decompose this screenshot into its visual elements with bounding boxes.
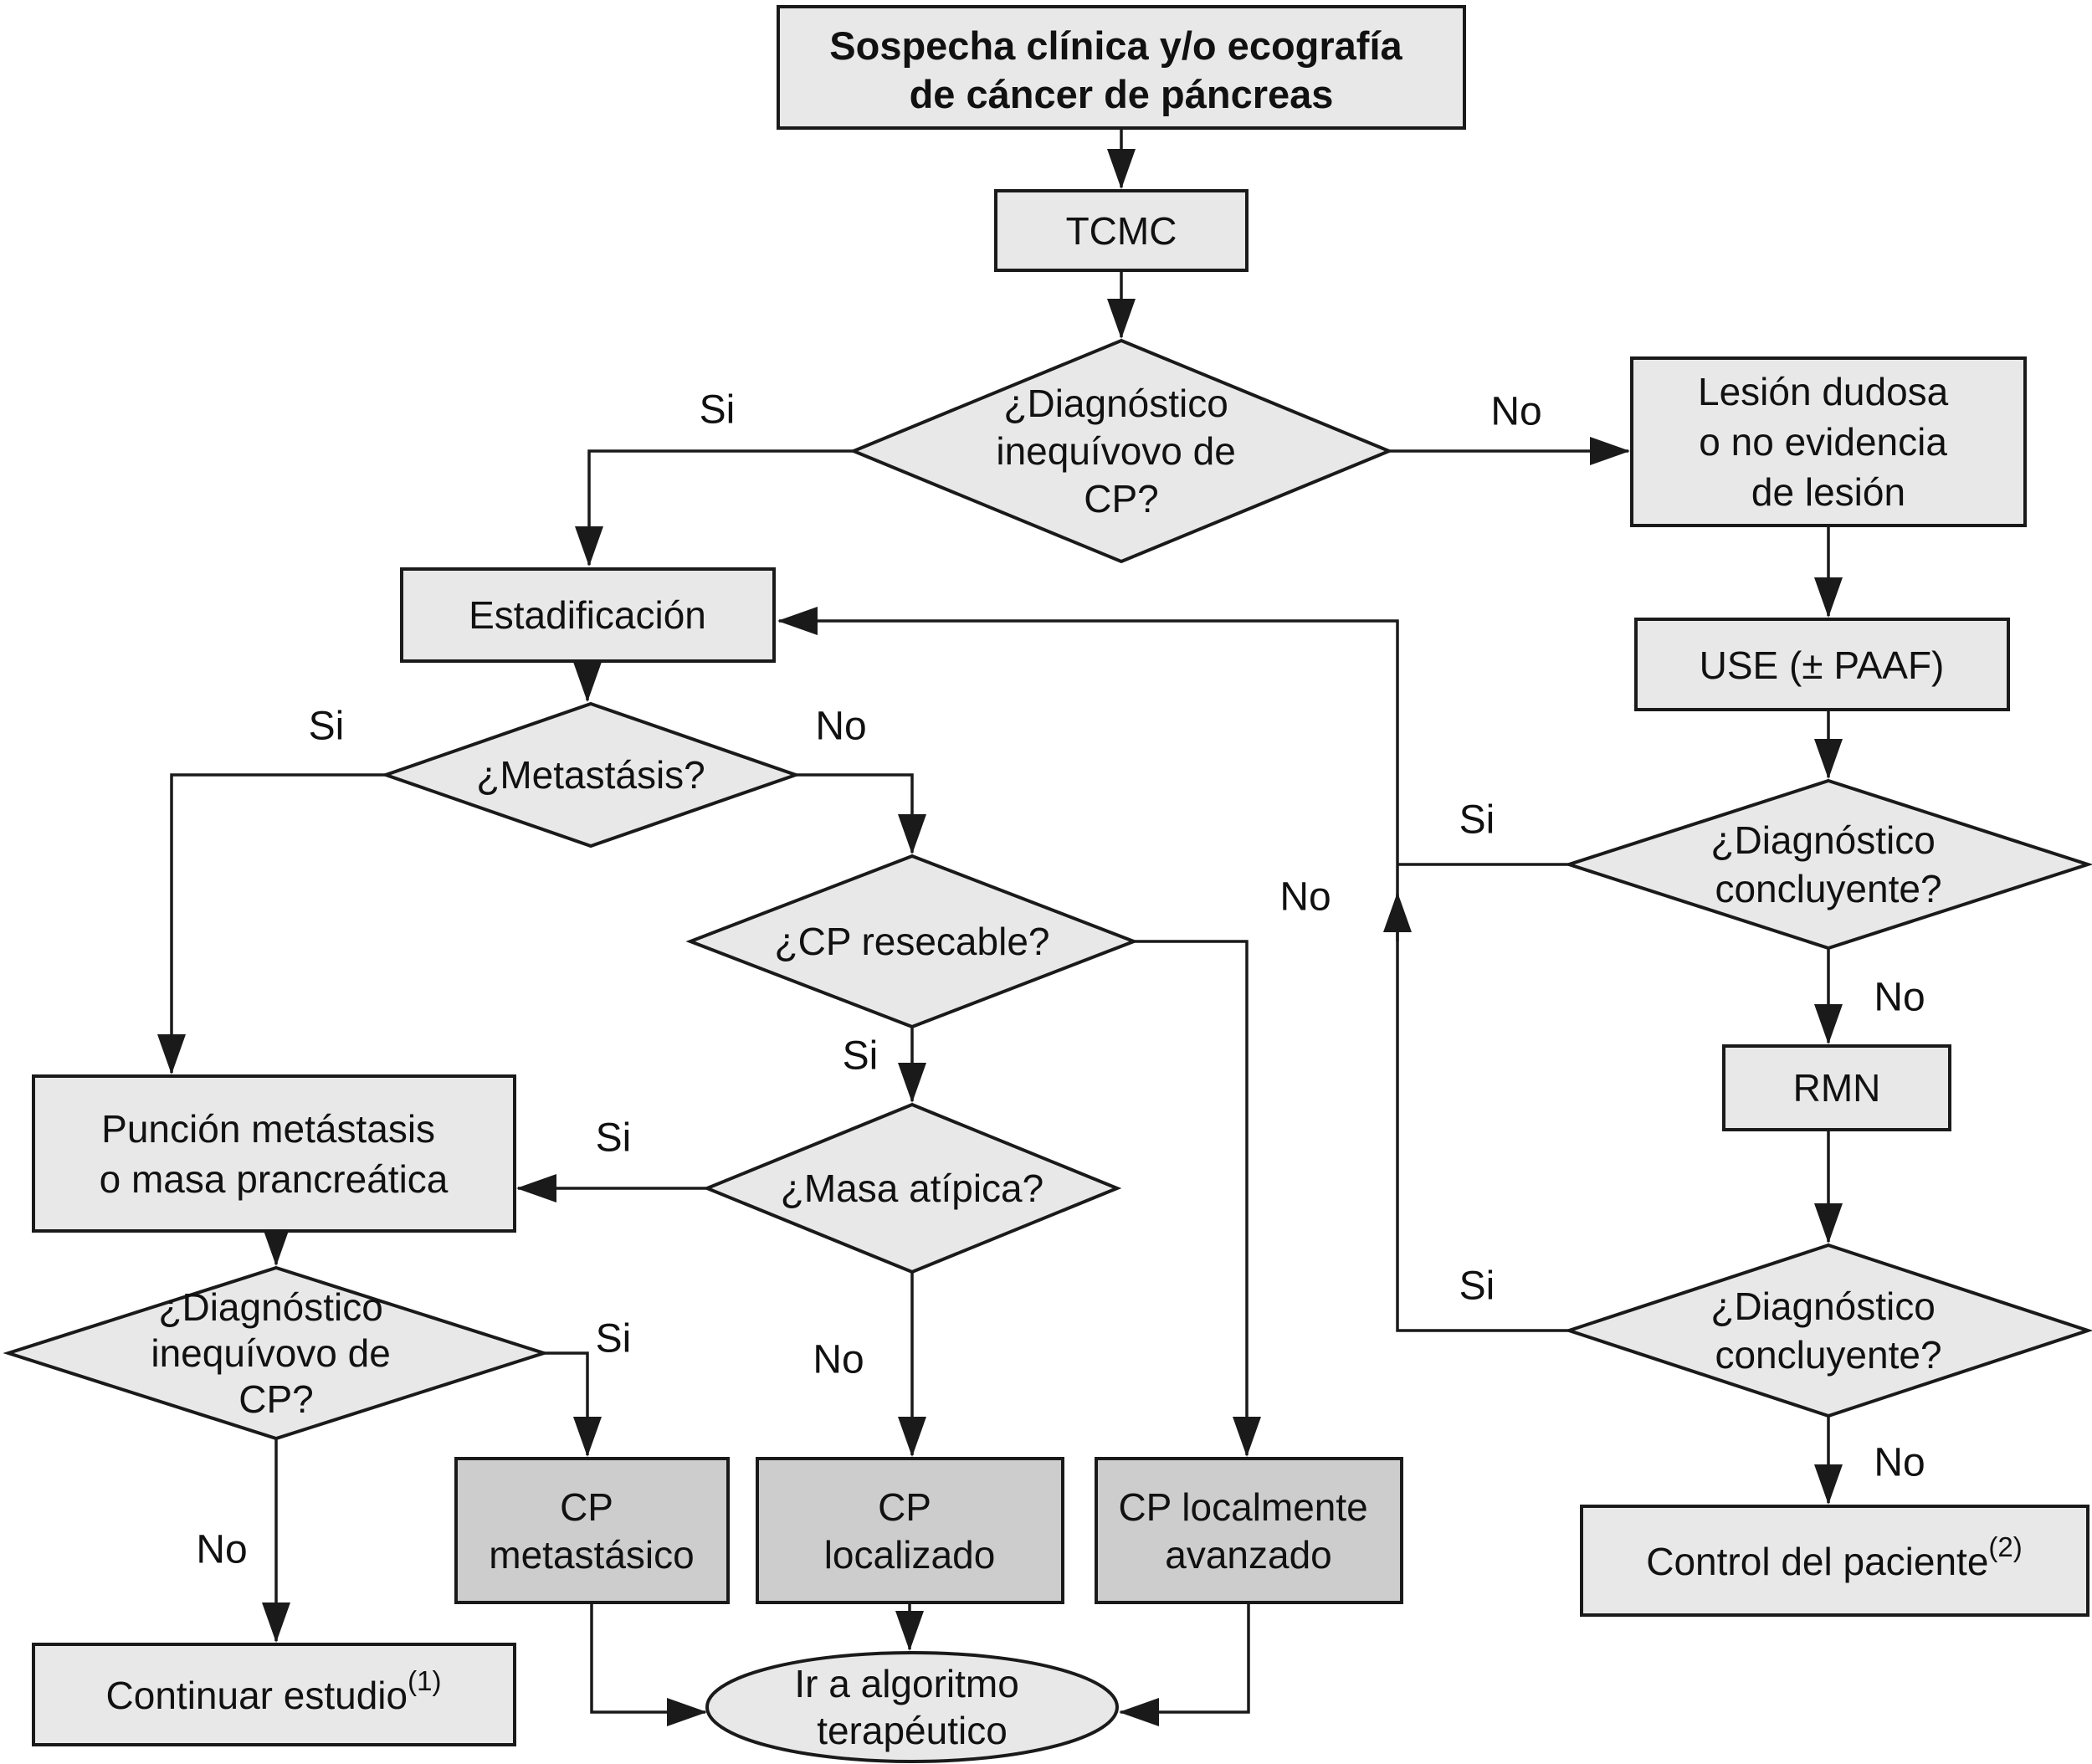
label-si-concluyente-1: Si (1459, 798, 1495, 843)
node-masa-atipica: ¿Masa atípica? (702, 1102, 1122, 1274)
node-dx-inequivoco: ¿Diagnóstico inequívovo de CP? (849, 338, 1394, 564)
node-estadificacion-text: Estadificación (469, 593, 706, 637)
node-continuar-estudio: Continuar estudio(1) (32, 1643, 516, 1746)
node-sospecha-box (777, 5, 1466, 130)
edge-dx-inequivoco-2-si-to-cp-metastasico (544, 1351, 602, 1457)
node-rmn-text: RMN (1793, 1066, 1881, 1110)
edge-cp-metastasico-to-algoritmo (590, 1602, 707, 1726)
node-control-paciente: Control del paciente(2) (1580, 1505, 2089, 1617)
node-dx-concluyente-2-text: ¿Diagnóstico concluyente? (1710, 1285, 1946, 1377)
label-no-dx-inequivoco-2: No (196, 1528, 247, 1572)
node-sospecha-text: Sospecha clínica y/o ecografía de cáncer… (829, 23, 1413, 116)
node-cp-resecable-diamond (685, 854, 1139, 1029)
node-dx-concluyente-2: ¿Diagnóstico concluyente? (1563, 1243, 2092, 1418)
label-si-dx-inequivoco: Si (700, 388, 736, 433)
node-estadificacion: Estadificación (400, 567, 776, 663)
node-masa-atipica-diamond (702, 1102, 1122, 1274)
node-tcmc: TCMC (994, 189, 1249, 272)
node-masa-atipica-text: ¿Masa atípica? (781, 1167, 1043, 1210)
node-cp-localmente-avanzado: CP localmente avanzado (1095, 1457, 1403, 1604)
node-cp-localizado-box (756, 1457, 1064, 1604)
edges (157, 128, 1843, 1726)
label-no-masa-atipica: No (813, 1338, 864, 1382)
label-si-metastasis: Si (309, 705, 345, 749)
label-no-dx-inequivoco: No (1490, 390, 1541, 434)
node-dx-inequivoco-text: ¿Diagnóstico inequívovo de CP? (996, 382, 1246, 520)
node-cp-resecable: ¿CP resecable? (685, 854, 1139, 1029)
node-cp-localizado: CP localizado (756, 1457, 1064, 1604)
node-rmn-box (1722, 1044, 1951, 1131)
label-si-concluyente-2: Si (1459, 1264, 1495, 1309)
node-puncion: Punción metástasis o masa prancreática (32, 1074, 516, 1233)
label-no-metastasis: No (815, 705, 866, 749)
node-dx-concluyente-1-text: ¿Diagnóstico concluyente? (1710, 818, 1946, 910)
label-si-cp-resecable: Si (843, 1034, 879, 1079)
node-metastasis-diamond (380, 701, 802, 849)
node-estadificacion-box (400, 567, 776, 663)
edge-cp-avanzado-to-algoritmo (1119, 1602, 1250, 1726)
node-continuar-estudio-text: Continuar estudio(1) (106, 1665, 442, 1718)
edge-dx-inequivoco-si-to-estadificacion (575, 449, 854, 567)
node-use-paaf-text: USE (± PAAF) (1700, 644, 1945, 687)
edge-cp-resecable-no-to-cp-avanzado (1134, 940, 1261, 1457)
node-dx-inequivoco-2: ¿Diagnóstico inequívovo de CP? (3, 1265, 550, 1441)
node-cp-metastasico-box (454, 1457, 730, 1604)
node-tcmc-box (994, 189, 1249, 272)
node-lesion-dudosa: Lesión dudosa o no evidencia de lesión (1630, 356, 2027, 527)
node-dx-inequivoco-2-diamond (3, 1265, 550, 1441)
edge-labels: Si No Si No Si No Si No Si No Si No Si N… (196, 388, 1925, 1572)
node-puncion-text: Punción metástasis o masa prancreática (100, 1107, 449, 1201)
node-puncion-box (32, 1074, 516, 1233)
node-cp-metastasico-text: CP metastásico (489, 1485, 694, 1577)
node-control-paciente-text: Control del paciente(2) (1646, 1531, 2023, 1584)
label-si-dx-inequivoco-2: Si (596, 1317, 632, 1361)
label-no-concluyente-1: No (1874, 976, 1925, 1020)
node-cp-localmente-avanzado-text: CP localmente avanzado (1118, 1485, 1378, 1577)
node-cp-localmente-avanzado-box (1095, 1457, 1403, 1604)
nodes: Sospecha clínica y/o ecografía de cáncer… (3, 5, 2092, 1763)
node-lesion-dudosa-text: Lesión dudosa o no evidencia de lesión (1698, 370, 1959, 514)
node-cp-resecable-text: ¿CP resecable? (775, 920, 1050, 963)
node-ir-a-algoritmo: Ir a algoritmo terapéutico (705, 1651, 1119, 1763)
node-sospecha: Sospecha clínica y/o ecografía de cáncer… (777, 5, 1466, 130)
node-dx-concluyente-1-diamond (1563, 778, 2092, 951)
node-dx-concluyente-1: ¿Diagnóstico concluyente? (1563, 778, 2092, 951)
node-ir-a-algoritmo-ellipse (705, 1651, 1119, 1763)
node-lesion-dudosa-box (1630, 356, 2027, 527)
edge-concluyente-si-to-estadificacion (777, 607, 1569, 1332)
node-metastasis-text: ¿Metastásis? (476, 753, 705, 797)
node-dx-inequivoco-2-text: ¿Diagnóstico inequívovo de CP? (151, 1285, 401, 1421)
node-control-paciente-box (1580, 1505, 2089, 1617)
node-tcmc-text: TCMC (1066, 209, 1177, 253)
node-use-paaf: USE (± PAAF) (1634, 618, 2010, 711)
node-rmn: RMN (1722, 1044, 1951, 1131)
node-cp-localizado-text: CP localizado (824, 1485, 996, 1577)
node-use-paaf-box (1634, 618, 2010, 711)
edge-metastasis-si-to-puncion (157, 773, 386, 1074)
label-no-concluyente-2: No (1874, 1441, 1925, 1485)
node-cp-metastasico: CP metastásico (454, 1457, 730, 1604)
node-continuar-estudio-box (32, 1643, 516, 1746)
node-dx-concluyente-2-diamond (1563, 1243, 2092, 1418)
label-no-cp-resecable: No (1279, 875, 1331, 920)
label-si-masa-atipica: Si (596, 1116, 632, 1161)
edge-metastasis-no-to-cp-resecable (796, 773, 926, 854)
node-ir-a-algoritmo-text: Ir a algoritmo terapéutico (794, 1662, 1029, 1752)
node-dx-inequivoco-diamond (849, 338, 1394, 564)
node-metastasis: ¿Metastásis? (380, 701, 802, 849)
